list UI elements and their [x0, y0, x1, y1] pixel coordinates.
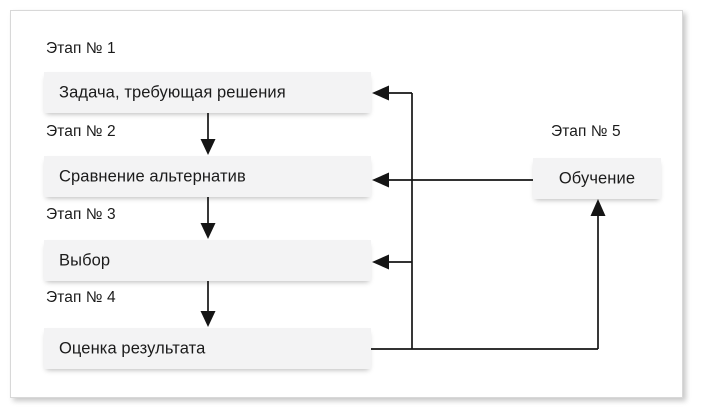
node-label-4: Оценка результата — [59, 339, 206, 357]
stage-label-5: Этап № 5 — [551, 123, 621, 140]
arrow-feedback-to-task — [372, 85, 412, 101]
node-label-1: Задача, требующая решения — [59, 83, 286, 101]
arrow-result-to-learning — [371, 199, 606, 350]
node-compare-alternatives[interactable]: Сравнение альтернатив — [44, 156, 371, 197]
arrow-feedback-to-choice — [372, 254, 412, 270]
node-task-requiring-decision[interactable]: Задача, требующая решения — [44, 72, 371, 113]
node-label-2: Сравнение альтернатив — [59, 167, 246, 185]
stage-label-4: Этап № 4 — [46, 289, 116, 306]
node-learning[interactable]: Обучение — [533, 158, 661, 199]
arrow-learning-to-compare — [372, 172, 533, 188]
arrow-down-3 — [200, 281, 216, 327]
node-label-3: Выбор — [59, 251, 111, 269]
node-label-5: Обучение — [558, 169, 636, 187]
stage-label-3: Этап № 3 — [46, 206, 116, 223]
stage-label-2: Этап № 2 — [46, 123, 116, 140]
arrow-down-1 — [200, 113, 216, 155]
arrow-down-2 — [200, 197, 216, 239]
node-result-evaluation[interactable]: Оценка результата — [44, 328, 371, 369]
stage-label-1: Этап № 1 — [46, 40, 116, 57]
node-choice[interactable]: Выбор — [44, 240, 371, 281]
